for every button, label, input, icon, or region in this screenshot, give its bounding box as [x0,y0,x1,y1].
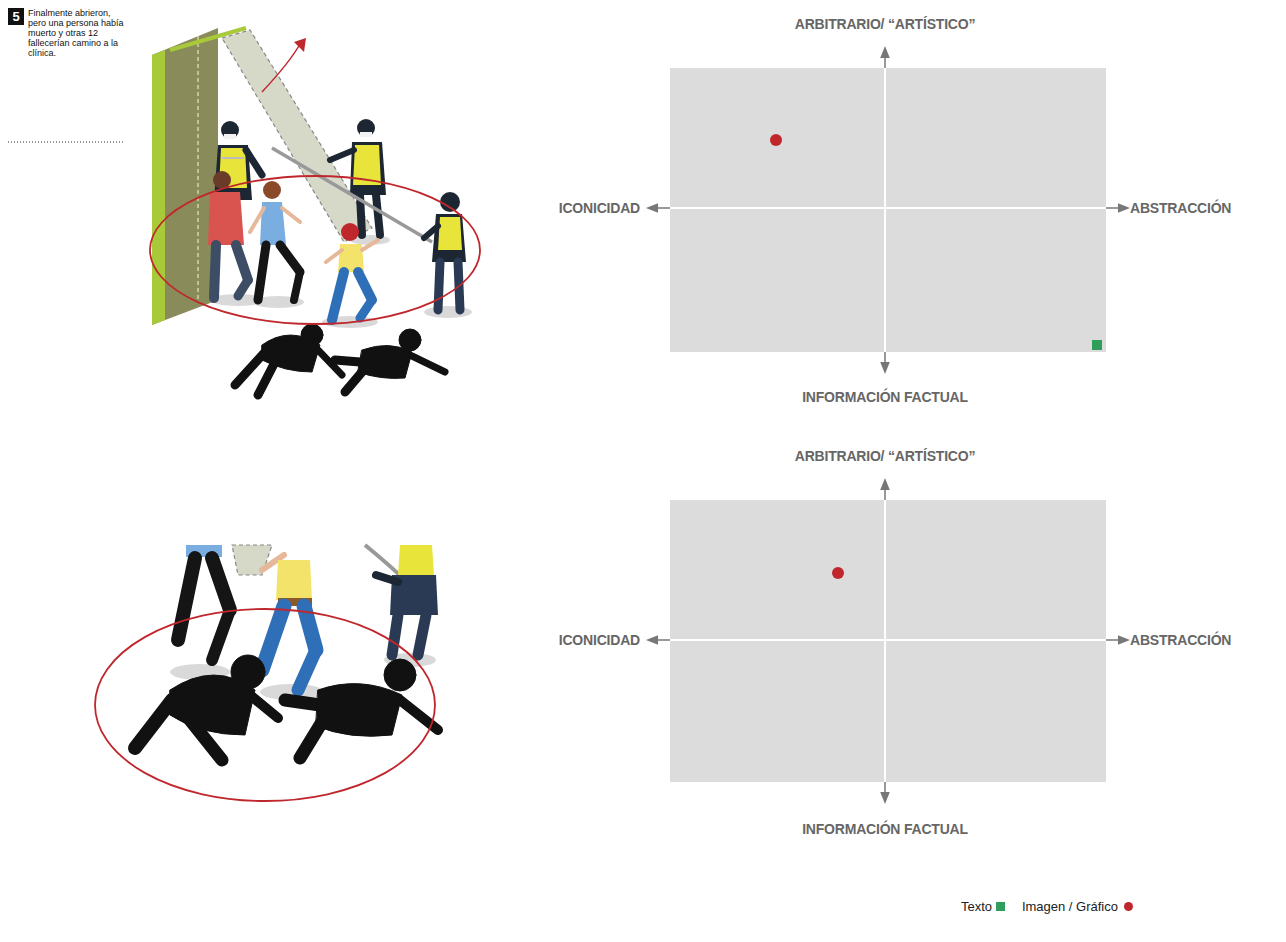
scene-bottom [95,545,438,801]
legend-text: Texto [961,899,992,914]
quadrant-chart [652,484,1124,798]
axis-label: ICONICIDAD [559,632,640,648]
scene-top [8,28,480,395]
callout-number: 5 [8,8,24,25]
axis-label: ABSTRACCIÓN [1130,632,1231,648]
callout-text: Finalmente abrieron, pero una persona ha… [28,8,128,58]
legend-text: Imagen / Gráfico [1022,899,1118,914]
axis-label: INFORMACIÓN FACTUAL [802,821,968,837]
axis-label: ABSTRACCIÓN [1130,200,1231,216]
legend-swatch [1124,902,1133,911]
axis-label: INFORMACIÓN FACTUAL [802,389,968,405]
axis-label: ICONICIDAD [559,200,640,216]
axis-label: ARBITRARIO/ “ARTÍSTICO” [795,448,976,464]
axis-label: ARBITRARIO/ “ARTÍSTICO” [795,16,976,32]
legend-swatch [996,902,1005,911]
quadrant-chart [652,52,1124,368]
